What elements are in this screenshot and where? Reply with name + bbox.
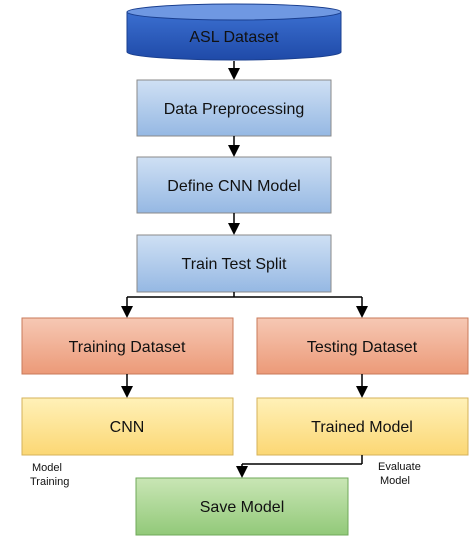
evaluate-model-annotation-line1: Evaluate: [378, 461, 421, 473]
evaluate-model-annotation-line2: Model: [380, 475, 410, 487]
asl-dataset-node: ASL Dataset: [126, 3, 342, 61]
train-test-split-node: Train Test Split: [136, 234, 332, 293]
testing-dataset-node: Testing Dataset: [256, 317, 469, 375]
save-model-label: Save Model: [200, 499, 285, 516]
trained-model-node: Trained Model: [256, 397, 469, 456]
cnn-label: CNN: [110, 419, 145, 436]
define-cnn-model-label: Define CNN Model: [167, 178, 300, 195]
cnn-node: CNN: [21, 397, 234, 456]
train-test-split-label: Train Test Split: [182, 256, 287, 273]
testing-dataset-label: Testing Dataset: [307, 339, 418, 356]
data-preprocessing-node: Data Preprocessing: [136, 79, 332, 137]
training-dataset-node: Training Dataset: [21, 317, 234, 375]
model-training-annotation-line2: Training: [30, 476, 69, 488]
asl-dataset-label: ASL Dataset: [189, 29, 279, 46]
save-model-node: Save Model: [135, 477, 349, 536]
define-cnn-model-node: Define CNN Model: [136, 156, 332, 214]
trained-model-label: Trained Model: [311, 419, 413, 436]
training-dataset-label: Training Dataset: [69, 339, 186, 356]
merge-connector: [236, 455, 363, 478]
split-connector: [121, 292, 368, 318]
data-preprocessing-label: Data Preprocessing: [164, 101, 305, 118]
model-training-annotation-line1: Model: [32, 462, 62, 474]
